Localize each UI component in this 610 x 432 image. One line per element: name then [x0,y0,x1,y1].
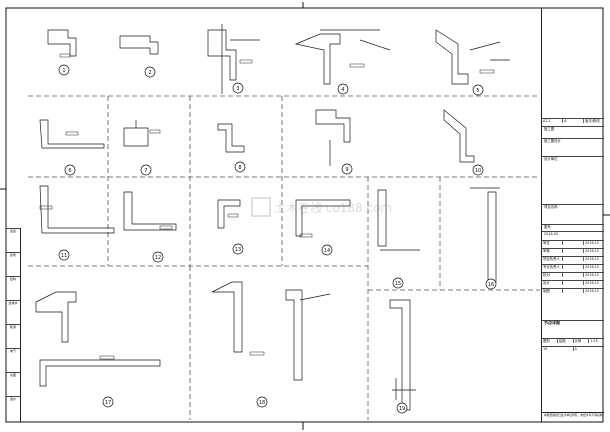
tb-header-row: A2.1 A 版次/修改 [542,118,604,123]
detail-callouts [58,64,497,414]
tb-header-cell: A [563,119,584,123]
callout-16: 16 [488,282,494,288]
callout-18: 18 [259,400,265,406]
callout-9: 9 [345,167,348,173]
dashed-grid [28,95,540,420]
callout-19: 19 [399,406,405,412]
annotation-boxes [39,53,495,360]
strip-cell: 给排水 [6,300,20,305]
strip-cell: 总图 [6,372,20,377]
callout-12: 12 [155,255,161,261]
strip-cell: 建筑 [6,252,20,257]
callout-11: 11 [61,253,67,259]
watermark-logo: 土木在线 co188.com [251,197,392,217]
tb-drawing-no: 图号 [542,224,604,229]
tb-project: 项目名称 [542,204,604,209]
callout-15: 15 [395,281,401,287]
callout-14: 14 [324,248,330,254]
callout-4: 4 [341,87,344,93]
tb-project-code: 2016-05 [542,231,604,236]
tb-header-cell: 版次/修改 [585,119,600,123]
callout-13: 13 [235,247,241,253]
tb-stage: 施工图设计 [542,138,604,143]
callout-1: 1 [62,68,65,74]
callout-17: 17 [105,400,111,406]
callout-6: 6 [68,168,71,174]
callout-10: 10 [475,168,481,174]
callout-8: 8 [238,165,241,171]
tb-drawing-type: 施工图 [542,126,604,131]
detail-drawings [35,24,510,411]
tb-footer: 本图纸版权归设计单位所有，未经许可不得复制 [542,412,604,417]
strip-cell: 造价 [6,396,20,401]
title-block: A2.1 A 版次/修改 施工图 施工图设计 设计单位 项目名称 图号 2016… [541,8,604,422]
tb-header-cell: A2.1 [542,119,563,123]
svg-text:土木在线 co188.com: 土木在线 co188.com [274,201,392,215]
strip-cell: 结构 [6,276,20,281]
strip-cell: 暖通 [6,324,20,329]
callout-3: 3 [236,86,239,92]
callout-5: 5 [476,88,479,94]
tb-drawing-title: 节点详图 [542,320,604,325]
strip-cell: 电气 [6,348,20,353]
callout-7: 7 [144,168,147,174]
callout-2: 2 [148,70,151,76]
strip-cell: 会签 [6,228,20,233]
tb-design-unit: 设计单位 [542,156,604,161]
countersign-strip: 会签 建筑 结构 给排水 暖通 电气 总图 造价 [6,228,21,422]
